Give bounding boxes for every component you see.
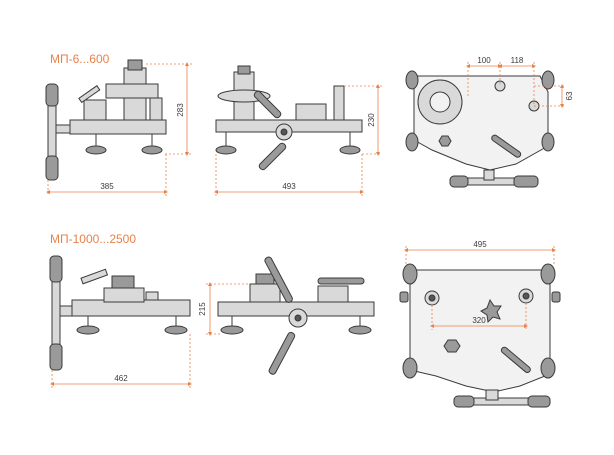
dim-top-spacing-2: 320 — [472, 316, 486, 325]
lever-arm — [491, 134, 522, 158]
lever-arm — [78, 85, 101, 104]
fitting-top — [494, 80, 506, 92]
lever-upper — [253, 90, 282, 119]
top-plate — [409, 269, 551, 393]
foot-left — [85, 145, 107, 155]
foot-left — [220, 325, 244, 335]
hub-core — [280, 128, 288, 136]
hex-nut — [443, 339, 461, 353]
handle-grip-left — [453, 395, 475, 408]
fitting-right-core — [522, 292, 530, 300]
dim-front-height-group — [146, 62, 192, 156]
dim-side-width: 493 — [282, 182, 296, 191]
foot-br — [540, 357, 556, 379]
handle-grip-top — [49, 255, 63, 283]
lever-lower — [258, 142, 287, 171]
foot-right — [348, 325, 372, 335]
handle-grip-bottom — [45, 155, 59, 181]
model-title-mp6-600: МП-6...600 — [50, 52, 110, 66]
fitting — [149, 97, 163, 121]
mp6-side-view — [215, 65, 363, 171]
foot-tr — [541, 70, 555, 90]
fitting-left-core — [428, 294, 436, 302]
foot-right — [164, 325, 188, 335]
dim-top-spacing-2-group — [430, 303, 528, 330]
hub-core — [294, 314, 302, 322]
foot-right — [339, 145, 361, 155]
model-title-mp1000-2500: МП-1000...2500 — [50, 232, 137, 246]
dim-front-width-2-group — [50, 334, 192, 388]
handle-grip-left — [449, 175, 469, 188]
dim-top-c: 63 — [565, 91, 574, 100]
foot-bl — [402, 357, 418, 379]
pump-body — [105, 83, 159, 99]
pump-body — [103, 287, 145, 303]
lever-top — [317, 277, 365, 285]
foot-left — [215, 145, 237, 155]
foot-tr — [540, 263, 556, 285]
lever-arm — [500, 346, 531, 374]
dim-side-height-2-group — [206, 282, 250, 336]
foot-tl — [405, 70, 419, 90]
dim-front-width: 385 — [100, 182, 114, 191]
dim-side-width-group — [214, 154, 364, 196]
lever-arm — [80, 268, 109, 285]
mp1000-front-view — [49, 255, 191, 371]
side-knob-left — [399, 291, 409, 303]
star-knob — [480, 298, 502, 324]
handle-joint — [483, 169, 495, 181]
pump-head — [237, 65, 251, 75]
hex-nut — [438, 135, 452, 147]
mp1000-side-view — [217, 256, 375, 375]
foot-br — [541, 132, 555, 152]
gauge-post — [333, 85, 345, 121]
mp1000-top-view — [399, 263, 561, 408]
handle-grip-right — [513, 175, 539, 188]
lever-lower — [268, 331, 296, 375]
dim-front-height: 283 — [176, 103, 185, 117]
crossbar — [55, 124, 71, 134]
dim-front-width-group — [46, 154, 168, 196]
dim-top-a: 100 — [477, 56, 491, 65]
foot-left — [76, 325, 100, 335]
pump-body — [249, 283, 281, 303]
foot-right — [141, 145, 163, 155]
valve-block — [317, 285, 349, 303]
mp6-top-view — [405, 70, 555, 188]
side-knob-right — [551, 291, 561, 303]
dim-top-b: 118 — [511, 56, 524, 65]
dim-front-width-2: 462 — [114, 374, 128, 383]
pump-cap — [255, 273, 275, 285]
dim-top-a-group — [466, 62, 566, 108]
handle-joint — [485, 389, 499, 401]
fitting — [145, 291, 159, 301]
foot-bl — [405, 132, 419, 152]
valve-block — [83, 99, 107, 121]
handle-grip-right — [527, 395, 551, 408]
dim-top-width-2: 495 — [473, 240, 487, 249]
dim-side-height-group — [344, 84, 382, 156]
pump-head — [127, 59, 143, 71]
foot-tl — [402, 263, 418, 285]
base-plate — [69, 119, 167, 135]
crossbar — [59, 305, 73, 317]
mp6-front-view — [45, 59, 167, 181]
valve-block — [295, 103, 327, 121]
handle-grip-top — [45, 83, 59, 107]
dim-side-height: 230 — [367, 113, 376, 127]
handle-grip-bottom — [49, 343, 63, 371]
lever-upper — [264, 256, 293, 303]
dim-side-height-2: 215 — [198, 302, 207, 316]
pump-cap — [111, 275, 135, 289]
disc-large-inner — [429, 91, 451, 113]
dim-top-width-2-group — [404, 246, 556, 266]
